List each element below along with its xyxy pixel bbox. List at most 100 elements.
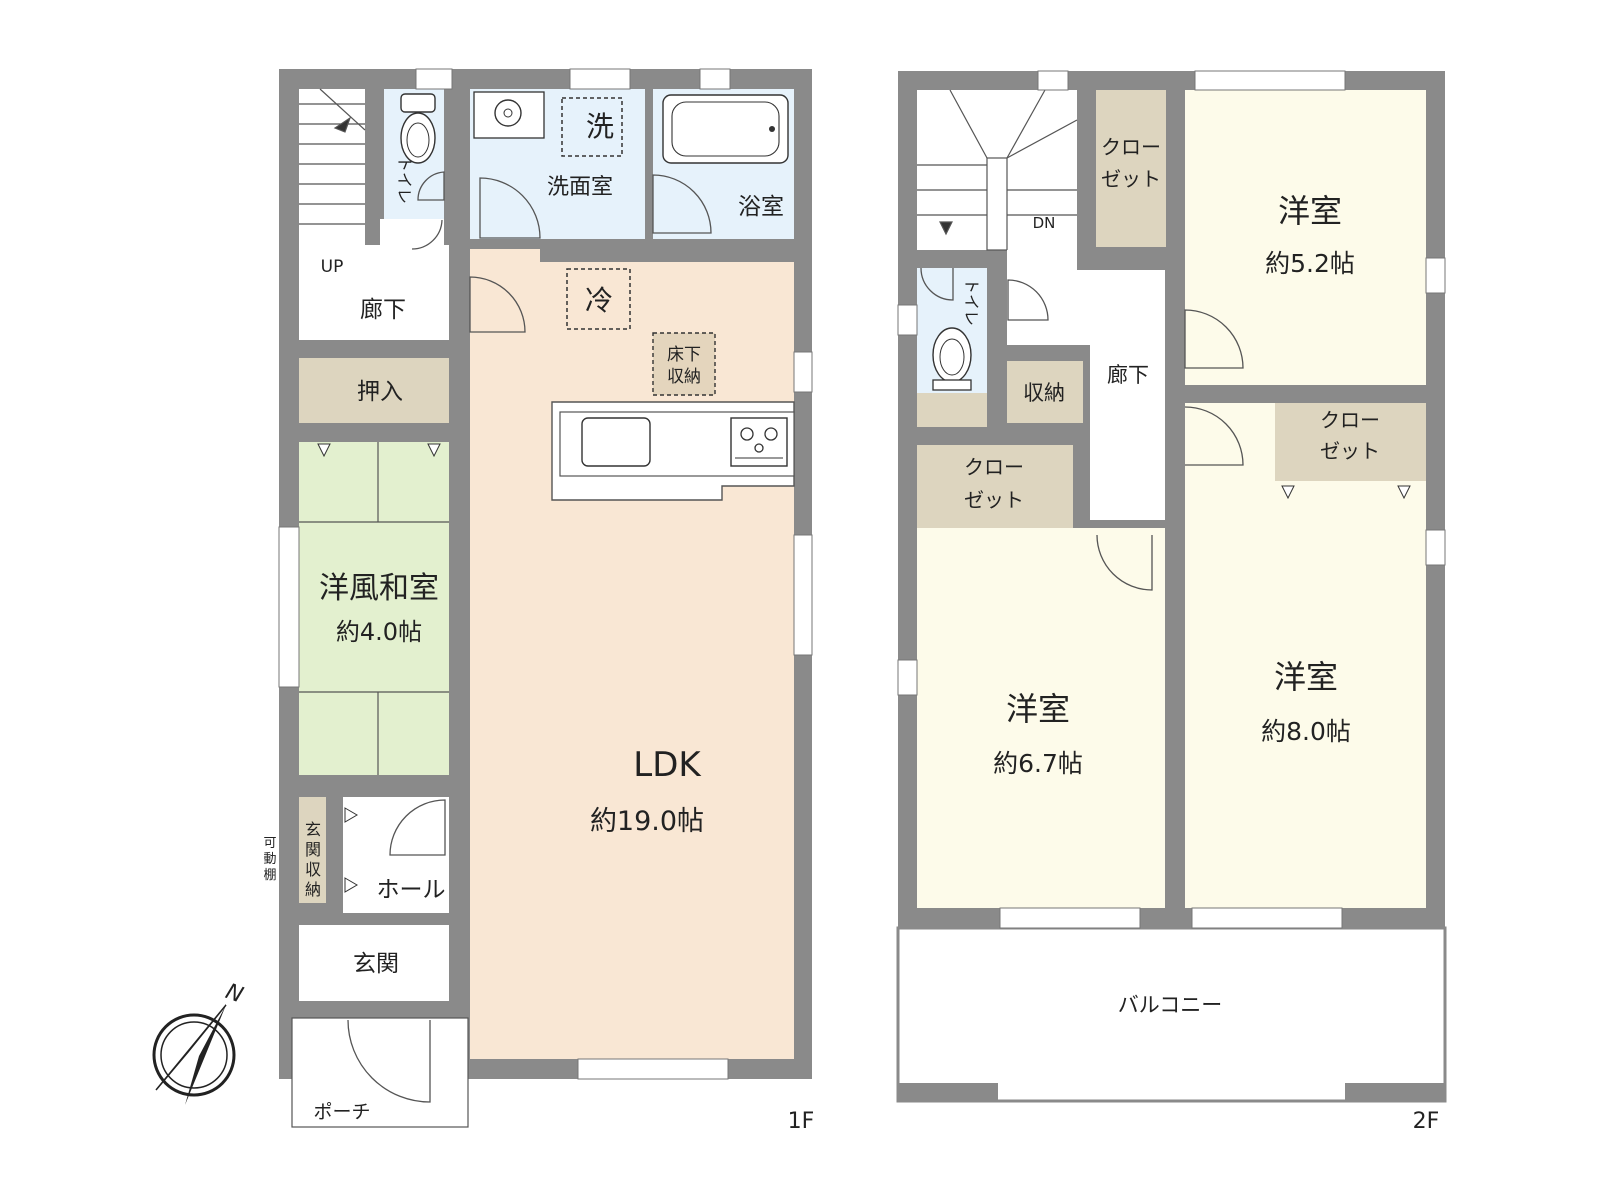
2f-stair-dn-label: DN bbox=[1033, 214, 1056, 232]
floor-2f bbox=[896, 70, 1447, 1103]
1f-washer-space bbox=[561, 97, 623, 157]
2f-closet-c-door-marks bbox=[1281, 485, 1411, 500]
2f-closet-a-line2: ゼット bbox=[1101, 167, 1161, 191]
2f-toilet-bowl-icon bbox=[932, 327, 972, 391]
floor-1f bbox=[278, 68, 813, 1128]
2f-bedroom-8-0-size: 約8.0帖 bbox=[1261, 717, 1351, 746]
2f-closet-b-line2: ゼット bbox=[964, 488, 1024, 512]
1f-washroom-label: 洗面室 bbox=[547, 175, 613, 200]
2f-toilet-door-icon bbox=[920, 267, 954, 301]
2f-corridor-end bbox=[1090, 515, 1165, 520]
svg-text:棚: 棚 bbox=[263, 868, 276, 883]
2f-closet-b-line1: クロー bbox=[964, 455, 1024, 479]
2f-bedroom-6-7-door-icon bbox=[1096, 534, 1153, 591]
1f-ldk-door-icon bbox=[469, 276, 526, 333]
compass-icon bbox=[152, 1004, 236, 1105]
1f-oshiire-label: 押入 bbox=[357, 379, 403, 405]
1f-porch bbox=[291, 1017, 469, 1128]
1f-toilet-label: トイレ bbox=[395, 156, 414, 204]
2f-bedroom-8-0-door-icon bbox=[1184, 406, 1244, 466]
1f-floor-label: 1F bbox=[788, 1109, 815, 1134]
1f-tatami-lines bbox=[299, 442, 449, 775]
2f-bedroom-8-0-name: 洋室 bbox=[1274, 658, 1338, 696]
1f-hallway-nook bbox=[380, 219, 444, 249]
1f-hallway-label: 廊下 bbox=[360, 297, 406, 323]
1f-stair-up-label: UP bbox=[321, 257, 344, 277]
1f-stair-steps-icon bbox=[299, 88, 366, 225]
1f-washitsu bbox=[299, 442, 449, 775]
1f-ldk bbox=[470, 249, 794, 1059]
2f-closet-c bbox=[1275, 403, 1426, 481]
2f-corridor-label: 廊下 bbox=[1107, 363, 1149, 387]
2f-bedroom-5-2-door-icon bbox=[1184, 309, 1244, 369]
1f-movable-shelf-label: 可 動 棚 bbox=[263, 836, 276, 883]
1f-kitchen-sink-icon bbox=[581, 417, 651, 467]
1f-hallway-door-icon bbox=[411, 219, 443, 250]
2f-corridor bbox=[1007, 250, 1165, 515]
1f-bath-label: 浴室 bbox=[738, 194, 784, 220]
1f-genkan-storage-label: 玄 関 収 納 bbox=[305, 820, 321, 899]
svg-text:可: 可 bbox=[263, 836, 276, 851]
2f-storage bbox=[1007, 361, 1083, 423]
1f-entry-door-icon bbox=[347, 1019, 431, 1103]
1f-washroom-door-icon bbox=[479, 177, 541, 239]
1f-stair bbox=[299, 89, 365, 249]
1f-toilet-bowl-icon bbox=[400, 93, 436, 164]
2f-closet-a-line1: クロー bbox=[1101, 135, 1161, 159]
1f-washitsu-name: 洋風和室 bbox=[319, 571, 439, 606]
2f-bedroom-6-7-size: 約6.7帖 bbox=[993, 749, 1083, 778]
1f-bath-door-icon bbox=[652, 174, 712, 234]
1f-sink-icon bbox=[473, 91, 545, 139]
1f-hall-label: ホール bbox=[377, 877, 446, 903]
1f-windows bbox=[278, 68, 813, 1080]
1f-stove-icon bbox=[730, 417, 788, 467]
2f-windows bbox=[897, 70, 1446, 929]
2f-balcony bbox=[896, 926, 1447, 1103]
2f-closet-b bbox=[917, 445, 1073, 528]
1f-underfloor-storage bbox=[652, 332, 716, 396]
1f-ldk-name: LDK bbox=[633, 745, 702, 785]
2f-floor-label: 2F bbox=[1413, 1109, 1440, 1134]
2f-closet-c-line1: クロー bbox=[1320, 408, 1380, 432]
1f-toilet-door-icon bbox=[417, 171, 445, 201]
2f-bedroom-8-0 bbox=[1185, 481, 1426, 908]
2f-toilet-label: トイレ bbox=[962, 278, 981, 326]
1f-storage-door-marks bbox=[344, 807, 358, 893]
2f-balcony-wall bbox=[898, 908, 1445, 928]
1f-washitsu-size: 約4.0帖 bbox=[336, 618, 422, 646]
2f-balcony-label: バルコニー bbox=[1118, 993, 1223, 1017]
1f-genkan-label: 玄関 bbox=[353, 951, 399, 977]
1f-washer-label: 洗 bbox=[586, 110, 614, 143]
2f-balcony-rail-left bbox=[898, 1083, 998, 1101]
2f-corridor-door-icon bbox=[1007, 279, 1049, 321]
1f-oshiire bbox=[299, 358, 449, 423]
1f-underfloor-line1: 床下 bbox=[667, 345, 701, 365]
1f-oshiire-door-marks bbox=[317, 443, 441, 458]
1f-genkan-storage bbox=[299, 797, 326, 903]
svg-text:玄: 玄 bbox=[305, 820, 321, 839]
1f-ldk-size: 約19.0帖 bbox=[590, 806, 704, 837]
2f-storage-label: 収納 bbox=[1023, 381, 1065, 405]
2f-bedroom-5-2 bbox=[1185, 90, 1426, 385]
1f-underfloor-line2: 収納 bbox=[667, 367, 701, 387]
1f-fridge-label: 冷 bbox=[585, 284, 613, 317]
2f-bedroom-6-7-name: 洋室 bbox=[1006, 690, 1070, 728]
1f-porch-label: ポーチ bbox=[313, 1101, 370, 1123]
1f-hallway bbox=[299, 245, 449, 340]
compass-north-label: N bbox=[222, 979, 246, 1008]
2f-bedroom-8-0-upper bbox=[1185, 403, 1275, 481]
1f-bathtub-icon bbox=[662, 94, 789, 164]
2f-toilet-shelf bbox=[917, 393, 987, 427]
2f-closet-a bbox=[1096, 90, 1166, 247]
1f-fridge-space bbox=[566, 268, 631, 330]
2f-closet-c-line2: ゼット bbox=[1320, 439, 1380, 463]
1f-hall-door-icon bbox=[389, 799, 446, 856]
svg-text:収: 収 bbox=[305, 860, 321, 879]
svg-text:関: 関 bbox=[305, 840, 321, 859]
svg-text:動: 動 bbox=[263, 852, 276, 867]
2f-balcony-rail-right bbox=[1345, 1083, 1445, 1101]
2f-stair-steps-icon bbox=[917, 89, 1078, 251]
2f-bedroom-6-7 bbox=[917, 528, 1165, 908]
2f-bedroom-5-2-size: 約5.2帖 bbox=[1265, 249, 1355, 278]
